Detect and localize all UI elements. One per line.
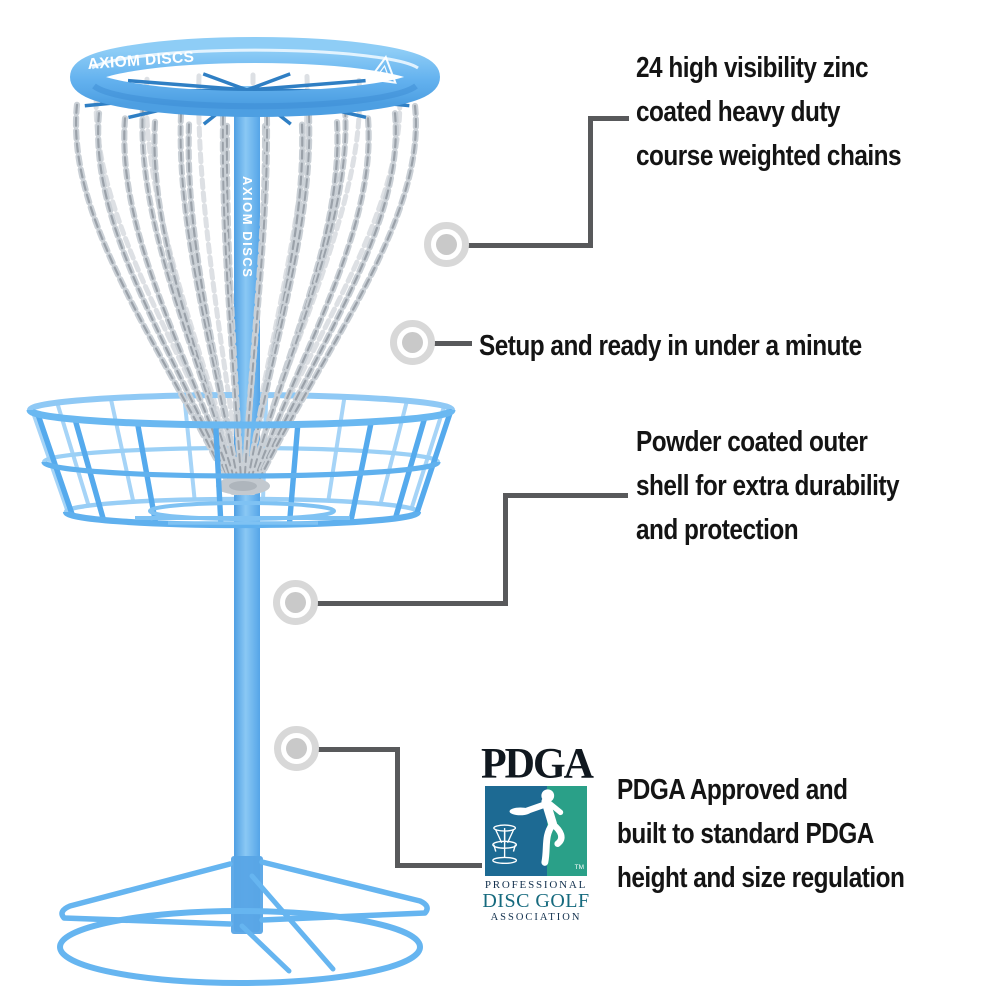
pdga-acronym: PDGA [481,740,594,788]
callout-text-shell: Powder coated outer shell for extra dura… [636,420,900,552]
callout-line: Setup and ready in under a minute [479,330,862,362]
callout-line: and protection [636,514,799,546]
chain-cluster-core [229,481,257,491]
pdga-association: ASSOCIATION [490,912,582,923]
basket-pole [234,86,260,932]
callout-line: Powder coated outer [636,426,868,458]
callout-line: height and size regulation [617,862,905,894]
callout-text-pdga: PDGA Approved and built to standard PDGA… [617,768,905,900]
callout-connector [587,115,629,121]
band-shadow [92,83,418,110]
callout-connector [503,492,628,498]
disc-golf-basket-illustration: AXIOM DISCS AXIOM DISCS [26,37,456,986]
trademark-symbol: TM [574,864,584,871]
brand-triangle-icon [367,55,397,84]
callout-connector [503,492,508,606]
pdga-logo: PDGA [481,740,594,923]
callout-line: course weighted chains [636,140,902,172]
callout-line: shell for extra durability [636,470,900,502]
pole-base-collar [231,856,263,934]
callout-line: 24 high visibility zinc [636,52,869,84]
pdga-emblem-art [492,789,565,866]
callout-text-setup: Setup and ready in under a minute [479,324,862,368]
callout-connector [395,746,400,868]
disc-golfer-icon [522,789,565,866]
pdga-disc-golf: DISC GOLF [482,890,590,912]
callout-text-chains: 24 high visibility zinc coated heavy dut… [636,46,902,178]
callout-line: coated heavy duty [636,96,840,128]
callout-connector [296,600,508,606]
pdga-emblem: TM [485,786,587,876]
band-highlight [91,48,419,70]
callout-connector [395,862,482,868]
callout-marker-shell [273,580,318,625]
front-chains-group [72,101,419,496]
callout-marker-pdga [274,726,319,771]
basket-base [57,859,430,986]
basket-cage-front [26,408,456,529]
callout-line: built to standard PDGA [617,818,874,850]
pdga-professional: PROFESSIONAL [484,879,588,891]
callout-marker-chains [424,222,469,267]
callout-line: PDGA Approved and [617,774,848,806]
pole-brand-label: AXIOM DISCS [240,176,255,278]
callout-connector [587,115,593,248]
callout-marker-setup [390,320,435,365]
mini-basket-icon [492,824,518,865]
callout-connector [447,242,593,248]
callout-connector [413,340,472,346]
callout-connector [297,746,400,752]
